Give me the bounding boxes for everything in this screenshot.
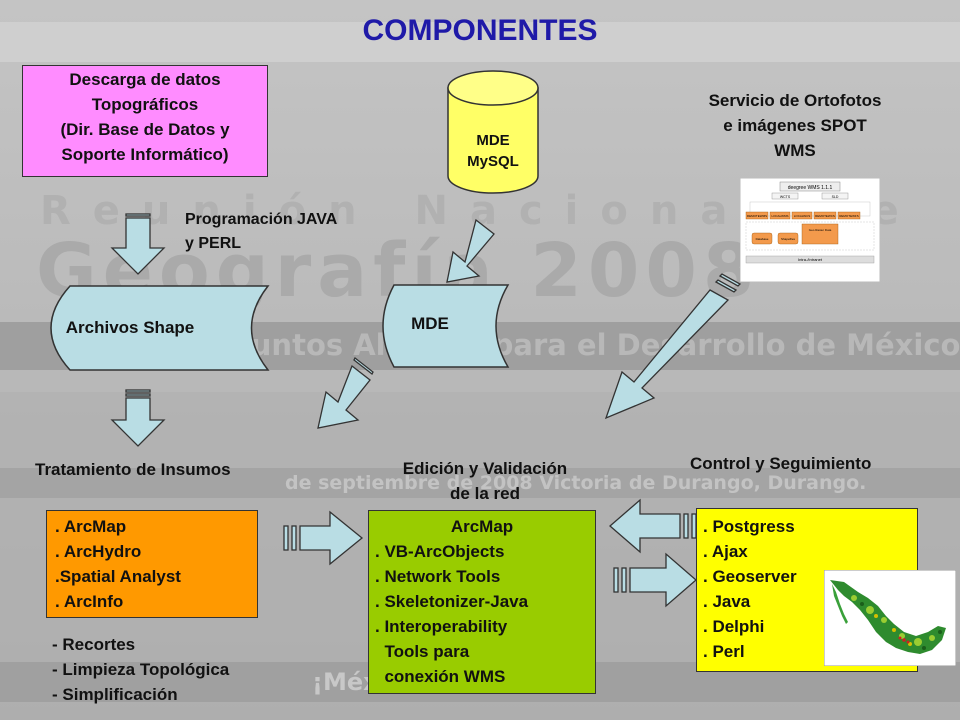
control-title: Control y Seguimiento: [690, 454, 872, 473]
page-title: COMPONENTES: [362, 14, 598, 47]
tratamiento-item: . ArcMap: [55, 517, 127, 536]
tratamiento-item: . ArcInfo: [55, 592, 124, 611]
edicion-box: ArcMap . VB-ArcObjects . Network Tools .…: [368, 510, 596, 694]
edicion-item: . VB-ArcObjects: [375, 542, 505, 561]
tratamiento-item: .Spatial Analyst: [55, 567, 181, 586]
wms-header-text: deegree WMS 1.1.1: [788, 185, 833, 191]
ortofotos-line: WMS: [774, 141, 816, 160]
mde-mysql-cylinder: [447, 70, 539, 194]
wms-bar-text: Intra-/Intranet: [798, 257, 823, 262]
background-band-top: [0, 22, 960, 62]
wms-cylinder-text: Geo Raster Data: [809, 228, 832, 232]
descarga-line: Descarga de datos: [69, 70, 221, 89]
mde-storage: [382, 284, 510, 368]
edicion-item: Tools para: [375, 642, 470, 661]
programacion-line: Programación JAVA: [185, 211, 338, 228]
wms-architecture-diagram: deegree WMS 1.1.1 WCTS SLD REMOTEWMS LOC…: [740, 178, 880, 282]
wms-box-text: REMOTEWCS: [815, 214, 835, 218]
tratamiento-box: . ArcMap . ArcHydro .Spatial Analyst . A…: [46, 510, 258, 618]
tratamiento-sub-list: - Recortes - Limpieza Topológica - Simpl…: [52, 632, 229, 707]
tratamiento-item: . ArcHydro: [55, 542, 142, 561]
tratamiento-title: Tratamiento de Insumos: [35, 460, 231, 479]
edicion-title-line: de la red: [450, 484, 520, 503]
control-item: . Delphi: [703, 617, 765, 636]
tratamiento-sub-item: - Limpieza Topológica: [52, 660, 230, 679]
descarga-line: Topográficos: [91, 95, 199, 114]
mde-mysql-line: MDE: [476, 132, 510, 149]
wms-box-text: LOCALWMS: [772, 214, 789, 218]
wms-box-text: SLD: [832, 195, 839, 199]
descarga-line: (Dir. Base de Datos y: [60, 120, 230, 139]
edicion-item: . Network Tools: [375, 567, 501, 586]
edicion-title-line: Edición y Validación: [402, 459, 568, 478]
mde-mysql-line: MySQL: [467, 153, 519, 170]
watermark-line3: Juntos Aliamos para el Desarrollo de Méx…: [240, 328, 960, 362]
background-band-date: [0, 468, 960, 498]
edicion-item: . Interoperability: [375, 617, 508, 636]
watermark-line4: de septiembre de 2008 Victoria de Durang…: [285, 472, 867, 494]
programacion-label: Programación JAVA y PERL: [185, 208, 385, 256]
edicion-item: ArcMap: [450, 517, 514, 536]
wms-box-text: WCTS: [780, 195, 791, 199]
wms-cylinder-text: Shapefiles: [781, 237, 796, 241]
mde-mysql-label: MDE MySQL: [447, 130, 539, 172]
archivos-shape-label: Archivos Shape: [65, 318, 195, 337]
archivos-shape-storage: [50, 285, 270, 371]
control-item: . Postgress: [703, 517, 795, 536]
tratamiento-sub-item: - Recortes: [52, 635, 136, 654]
mde-label: MDE: [411, 314, 449, 333]
tratamiento-sub-item: - Simplificación: [52, 685, 178, 704]
control-item: . Java: [703, 592, 751, 611]
wms-box-text: REMOTEWFS: [839, 214, 859, 218]
mexico-map-image: [824, 570, 956, 666]
control-item: . Perl: [703, 642, 745, 661]
descarga-box: Descarga de datos Topográficos (Dir. Bas…: [22, 65, 268, 177]
ortofotos-line: e imágenes SPOT: [723, 116, 867, 135]
control-item: . Ajax: [703, 542, 748, 561]
edicion-item: . Skeletonizer-Java: [375, 592, 529, 611]
control-item: . Geoserver: [703, 567, 797, 586]
edicion-item: conexión WMS: [375, 667, 506, 686]
wms-box-text: LOCALWCS: [794, 214, 811, 218]
wms-cylinder-text: Database: [756, 237, 769, 241]
ortofotos-label: Servicio de Ortofotos e imágenes SPOT WM…: [660, 88, 930, 163]
edicion-title: Edición y Validación de la red: [360, 456, 610, 506]
ortofotos-line: Servicio de Ortofotos: [708, 91, 882, 110]
wms-box-text: REMOTEWMS: [747, 214, 767, 218]
programacion-line: y PERL: [185, 235, 242, 252]
descarga-line: Soporte Informático): [61, 145, 229, 164]
